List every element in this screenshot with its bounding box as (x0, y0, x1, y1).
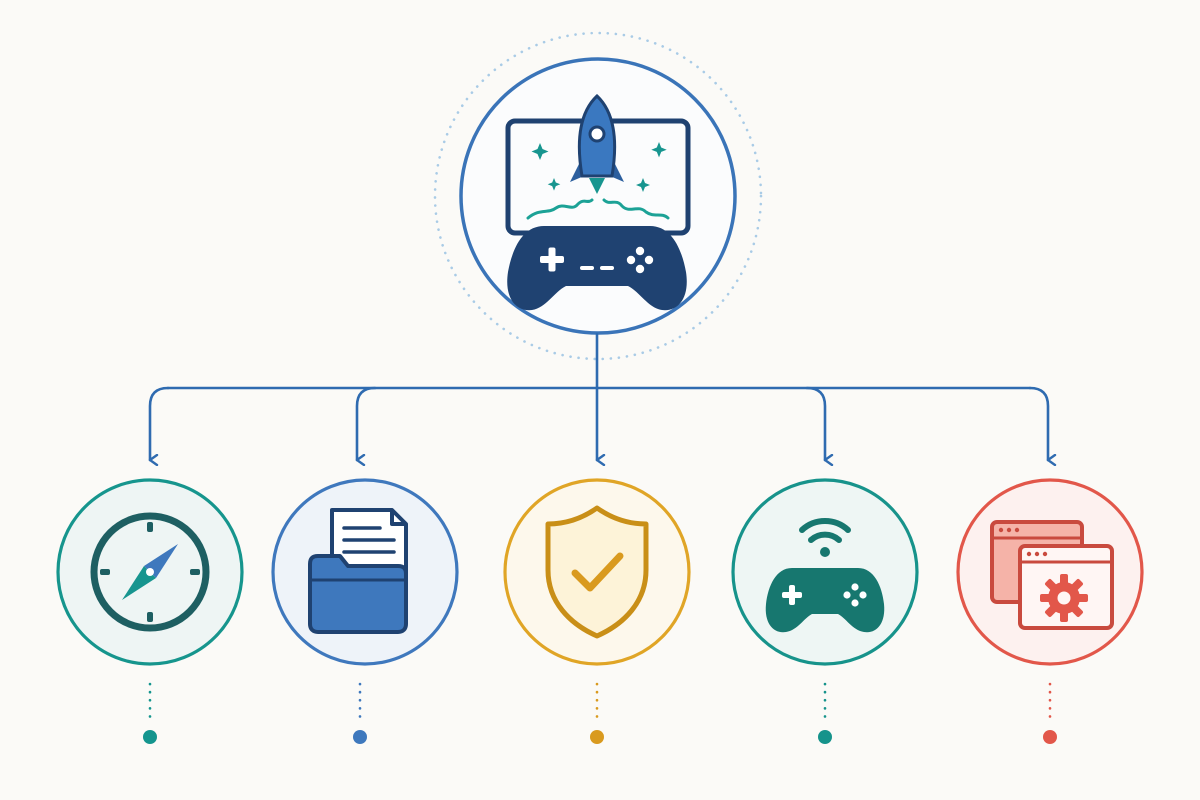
connector-arrow-windows (1028, 386, 1048, 460)
app-window-gear-icon (990, 520, 1114, 630)
child-node-files[interactable] (271, 478, 459, 666)
sparkle-icon (636, 178, 650, 192)
tail-windows (1043, 682, 1057, 744)
connector-arrow-wireless (805, 386, 825, 460)
connector-arrow-files (355, 386, 377, 460)
tail-dot (353, 730, 367, 744)
dotted-tails (143, 682, 1057, 744)
child-node-windows[interactable] (956, 478, 1144, 666)
tail-compass (143, 682, 157, 744)
sparkle-icon (547, 178, 561, 191)
tail-security (590, 682, 604, 744)
connector-tree (148, 332, 1048, 460)
root-dotted-halo (433, 31, 763, 361)
rocket-launch-over-game-controller-icon (505, 93, 691, 311)
child-node-wireless[interactable] (731, 478, 919, 666)
compass-icon (90, 512, 210, 632)
tail-dot (818, 730, 832, 744)
shield-check-icon (545, 505, 649, 639)
folder-document-icon (308, 508, 408, 634)
launch-smoke-icon (602, 198, 670, 220)
connector-arrow-compass (148, 386, 170, 460)
gear-icon (1040, 574, 1088, 622)
sparkle-icon (531, 143, 549, 160)
tail-dot (590, 730, 604, 744)
wireless-gamepad-icon (765, 518, 885, 633)
tail-dot (1043, 730, 1057, 744)
sparkle-icon (651, 142, 667, 158)
tail-wireless (818, 682, 832, 744)
launch-smoke-icon (526, 198, 594, 220)
child-node-security[interactable] (503, 478, 691, 666)
rocket-icon (570, 93, 624, 194)
tail-files (353, 682, 367, 744)
tail-dot (143, 730, 157, 744)
child-node-compass[interactable] (56, 478, 244, 666)
root-node[interactable] (433, 31, 763, 361)
game-controller-icon (507, 226, 687, 311)
